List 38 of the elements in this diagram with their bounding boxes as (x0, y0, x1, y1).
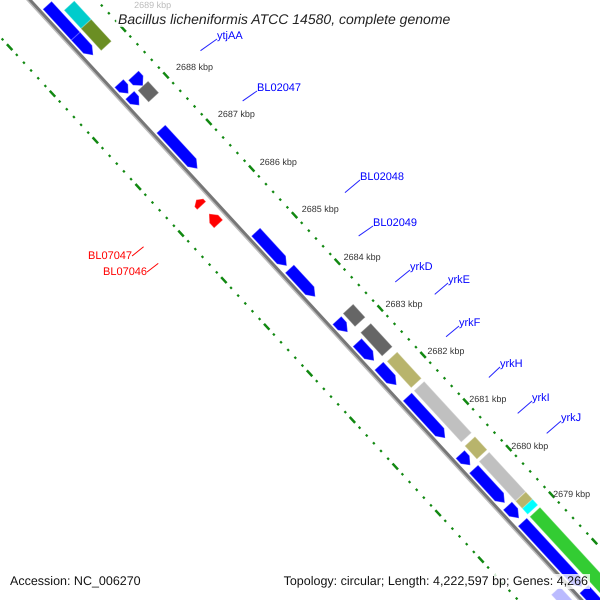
gene-label: BL07046 (103, 266, 148, 278)
tick-label: 2687 kbp (218, 109, 255, 120)
tick-label: 2681 kbp (469, 394, 506, 405)
leader-line (200, 38, 218, 52)
leader-line (344, 180, 360, 194)
gene-label: yrkI (532, 392, 550, 404)
title: Bacillus licheniformis ATCC 14580, complete genome (116, 11, 452, 27)
tick-label: 2679 kbp (553, 488, 590, 500)
gene-label: yrkE (448, 274, 470, 286)
tick-label: 2685 kbp (302, 204, 339, 216)
leader-line (242, 90, 258, 102)
leader-line (394, 270, 410, 283)
gene-label: BL02049 (373, 217, 418, 229)
gene-label: BL02047 (257, 82, 302, 94)
gene-label: yrkF (459, 317, 480, 329)
leader-line (546, 420, 562, 434)
gene-label: yrkD (410, 261, 433, 273)
gene-label: BL07047 (88, 250, 132, 262)
tick-label: 2683 kbp (386, 299, 423, 310)
leader-line (358, 226, 374, 236)
footer-text: Accession: NC_006270 (8, 574, 143, 589)
leader-line (488, 366, 500, 378)
leader-line (132, 246, 144, 256)
leader-line (446, 326, 460, 338)
gene-label: ytjAA (217, 30, 243, 42)
footer-text: Topology: circular; Length: 4,222,597 bp; Genes: 4,266 (282, 574, 590, 589)
tick-label: 2689 kbp (134, 0, 172, 11)
leader-line (146, 262, 159, 272)
tick-label: 2682 kbp (427, 346, 464, 358)
gene-label: yrkJ (561, 412, 582, 424)
gene-label: yrkH (500, 358, 523, 370)
tick-label: 2688 kbp (176, 62, 214, 73)
leader-line (434, 282, 448, 295)
tick-label: 2686 kbp (260, 156, 297, 168)
gene-label: BL02048 (360, 171, 404, 183)
tick-label: 2684 kbp (344, 252, 381, 263)
leader-line (517, 400, 532, 414)
tick-label: 2680 kbp (511, 441, 548, 452)
